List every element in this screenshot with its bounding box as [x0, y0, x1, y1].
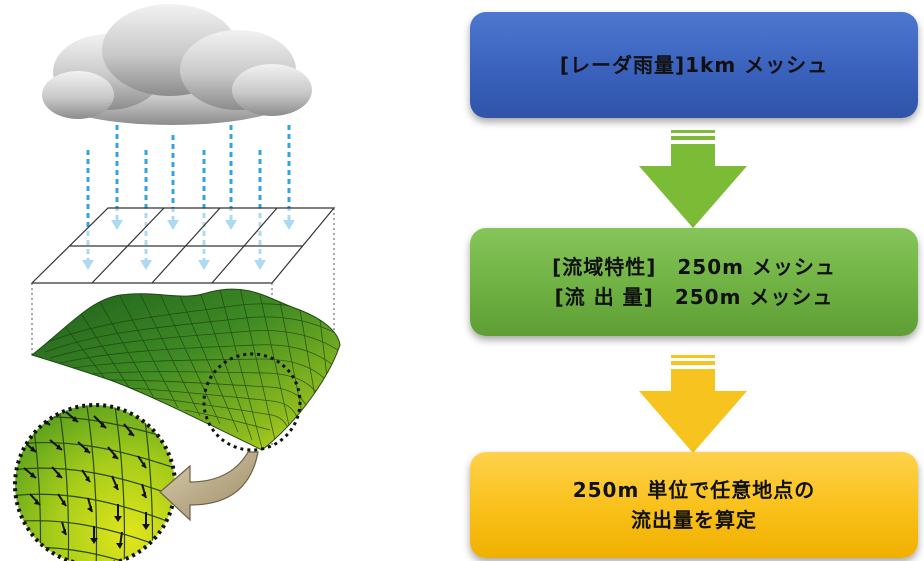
magnifier-circle — [202, 352, 302, 452]
radar-rainfall-label: [レーダ雨量]1km メッシュ — [559, 53, 829, 77]
radar-grid — [30, 207, 336, 284]
runoff-volume-label: [流 出 量] 250m メッシュ — [554, 285, 834, 309]
result-line-2: 流出量を算定 — [631, 508, 757, 532]
terrain-mesh — [30, 288, 341, 452]
curved-pointer-arrow — [159, 451, 259, 522]
rainfall-runoff-illustration — [13, 4, 341, 561]
cloud-icon — [42, 4, 312, 125]
result-line-1: 250m 単位で任意地点の — [572, 478, 816, 502]
down-arrow-yellow — [639, 355, 747, 453]
result-box: 250m 単位で任意地点の 流出量を算定 — [470, 452, 918, 558]
basin-runoff-box: [流域特性] 250m メッシュ [流 出 量] 250m メッシュ — [470, 228, 918, 336]
basin-characteristics-label: [流域特性] 250m メッシュ — [552, 255, 836, 279]
zoom-inset — [13, 403, 177, 561]
radar-rainfall-box: [レーダ雨量]1km メッシュ — [470, 12, 918, 118]
projection-lines — [31, 208, 335, 448]
down-arrow-green — [639, 130, 747, 228]
